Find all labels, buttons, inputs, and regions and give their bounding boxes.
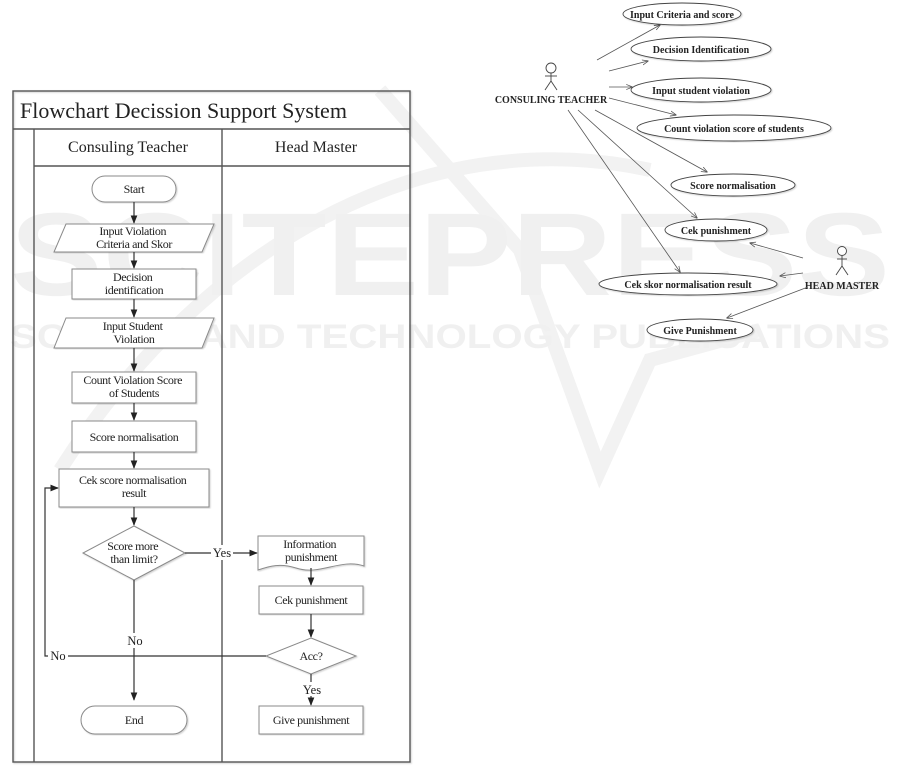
node-input-student-violation: Input Student Violation (53, 317, 215, 349)
node-information-punishment-label: Information punishment (283, 537, 339, 564)
edge-label-bg (211, 545, 233, 560)
node-input-criteria-label: Input Violation Criteria and Skor (96, 224, 172, 251)
association-line (727, 286, 809, 318)
node-score-more-than-limit: Score more than limit? (81, 525, 187, 581)
edge-label-no-acc: No (50, 649, 65, 663)
use-case-label: Cek punishment (681, 226, 752, 237)
use-case-input-student-violation: Input student violation (630, 77, 772, 103)
actor-teacher-label: CONSULING TEACHER (495, 95, 608, 106)
association-line (750, 243, 804, 259)
association-line (608, 97, 676, 115)
node-score-normalisation: Score normalisation (71, 420, 197, 453)
use-case-diagram: CONSULING TEACHER HEAD MASTER Input Crit… (495, 2, 880, 342)
edge-label-yes-limit: Yes (213, 546, 231, 560)
node-give-punishment: Give punishment (258, 705, 364, 735)
association-line (577, 109, 697, 218)
node-end-label: End (125, 713, 144, 727)
watermark-brand: SCITEPRESS (10, 189, 890, 321)
node-cek-punishment: Cek punishment (258, 585, 364, 615)
use-case-label: Decision Identification (653, 45, 750, 56)
use-case-decision-identification: Decision Identification (630, 36, 772, 62)
flowchart: Flowchart Decission Support System Consu… (12, 90, 411, 763)
node-input-criteria: Input Violation Criteria and Skor (53, 223, 215, 253)
use-case-label: Input student violation (652, 86, 750, 97)
watermark-swoosh (374, 85, 762, 489)
node-decision-identification-label: Decision identification (105, 270, 164, 297)
actor-teacher-icon (544, 62, 558, 91)
edge-label-bg (124, 633, 146, 648)
use-case-label: Give Punishment (663, 326, 737, 337)
association-line (596, 25, 660, 61)
node-cek-score-normalisation-label: Cek score normalisation result (79, 473, 189, 500)
use-case-label: Cek skor normalisation result (624, 280, 752, 291)
node-end: End (80, 705, 188, 735)
lane-head-master: Head Master (275, 139, 358, 156)
edge-label-no-limit: No (127, 634, 142, 648)
use-case-label: Count violation score of students (664, 124, 804, 135)
node-cek-score-normalisation: Cek score normalisation result (58, 468, 210, 508)
node-information-punishment: Information punishment (257, 535, 365, 571)
node-give-punishment-label: Give punishment (273, 713, 350, 727)
actor-head-master-icon (835, 246, 849, 276)
use-case-input-criteria: Input Criteria and score (622, 2, 742, 26)
node-count-violation: Count Violation Score of Students (71, 371, 197, 404)
use-case-cek-skor-normalisation: Cek skor normalisation result (598, 272, 778, 296)
association-line (780, 273, 804, 276)
edge-label-bg (301, 682, 323, 696)
association-line (567, 109, 680, 272)
association-line (608, 61, 648, 72)
association-line (594, 109, 707, 172)
flow-arrow-no-loop (44, 484, 266, 657)
use-case-cek-punishment: Cek punishment (664, 218, 768, 242)
node-acc: Acc? (264, 637, 358, 675)
lane-consuling-teacher: Consuling Teacher (68, 139, 189, 156)
use-case-label: Score normalisation (690, 181, 776, 192)
node-input-student-violation-label: Input Student Violation (103, 319, 165, 346)
use-case-count-violation: Count violation score of students (636, 114, 832, 142)
flowchart-frame (12, 90, 411, 763)
node-decision-identification: Decision identification (71, 268, 197, 300)
use-case-give-punishment: Give Punishment (646, 318, 754, 342)
edge-label-yes-acc: Yes (303, 683, 321, 697)
node-cek-punishment-label: Cek punishment (275, 593, 349, 607)
flowchart-title: Flowchart Decission Support System (20, 98, 347, 123)
node-start-label: Start (124, 182, 146, 196)
node-start: Start (91, 175, 177, 203)
edge-label-bg (48, 649, 68, 663)
use-case-score-normalisation: Score normalisation (670, 173, 796, 197)
node-acc-label: Acc? (299, 649, 322, 663)
node-score-more-than-limit-label: Score more than limit? (107, 539, 161, 566)
node-score-normalisation-label: Score normalisation (90, 430, 179, 444)
node-count-violation-label: Count Violation Score of Students (83, 373, 184, 400)
actor-head-master-label: HEAD MASTER (805, 281, 880, 292)
use-case-label: Input Criteria and score (630, 10, 735, 21)
